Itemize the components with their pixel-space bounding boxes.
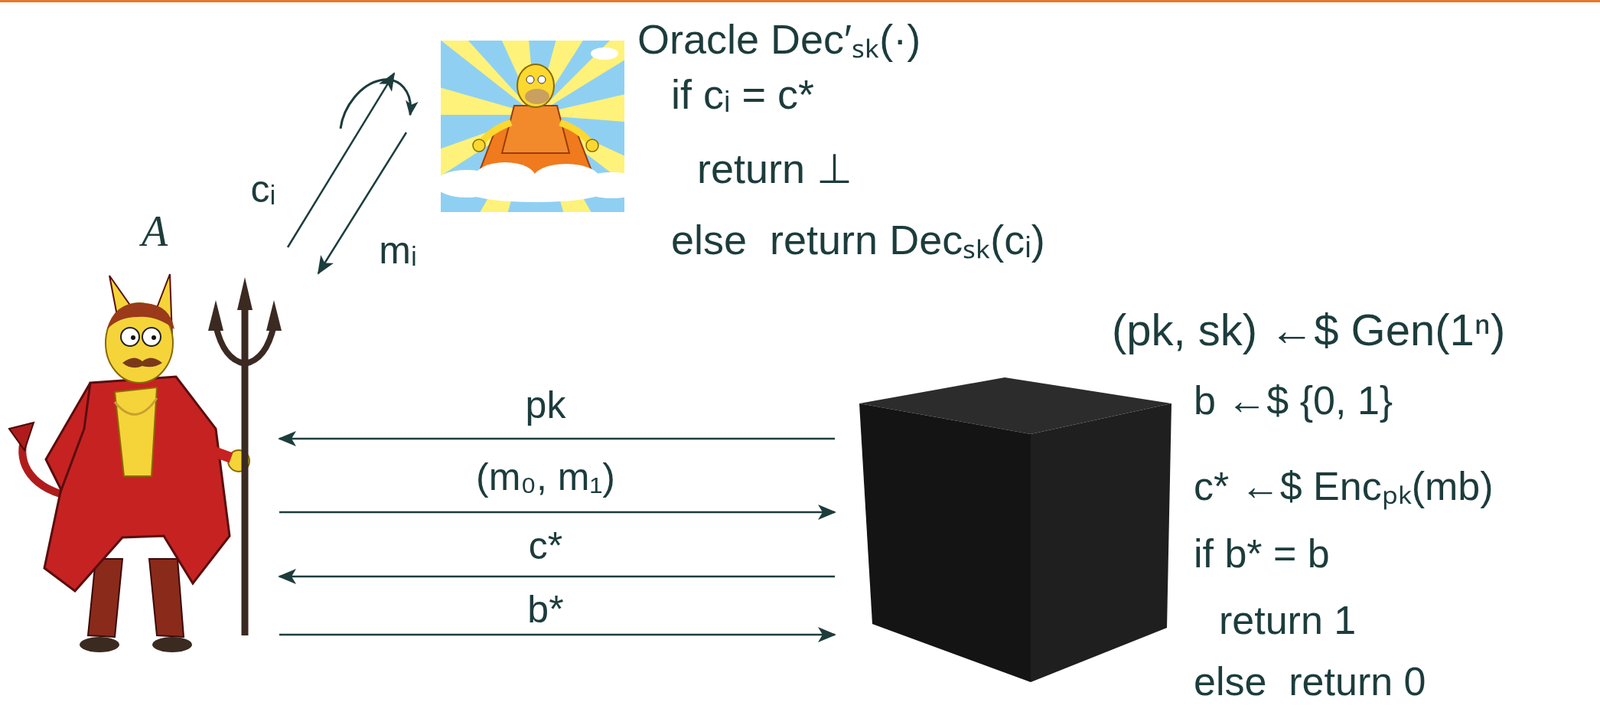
oracle-node: Oracle Dec′ₛₖ(·) if cᵢ = c* return ⊥ else r… — [399, 13, 1165, 274]
code-line: else return 0 — [1193, 658, 1427, 705]
adversary-node: A — [114, 206, 280, 666]
code-line: return ⊥ — [697, 144, 853, 193]
node-heading: Oracle Dec′ₛₖ(·) — [637, 15, 921, 63]
edge-label: c* — [528, 526, 563, 565]
node-heading: (pk, sk) ←$ Gen(1ⁿ) — [1111, 304, 1506, 356]
code-line: return 1 — [1218, 597, 1356, 644]
challenger-node: (pk, sk) ←$ Gen(1ⁿ) b ←$ {0, 1} c* ←$ Encₚ… — [834, 298, 1596, 712]
adversary-figure — [9, 273, 282, 652]
edge-label: cᵢ — [250, 169, 277, 209]
message-arrow — [287, 73, 395, 248]
top-rule — [0, 0, 1600, 3]
code-line: b ←$ {0, 1} — [1193, 378, 1393, 424]
message-arrow — [279, 511, 835, 514]
code-line: else return Decₛₖ(cᵢ) — [671, 215, 1046, 264]
edge-label: b* — [527, 589, 564, 629]
message-arrow — [279, 437, 835, 440]
code-line: if cᵢ = c* — [671, 70, 815, 118]
oracle-picture — [428, 30, 646, 222]
node-heading: A — [141, 206, 168, 256]
code-line: c* ←$ Encₚₖ(mb) — [1193, 463, 1494, 510]
code-line: if b* = b — [1193, 531, 1330, 577]
message-arrow — [279, 633, 835, 636]
edge-label: pk — [525, 385, 567, 424]
edge-label: mᵢ — [378, 231, 418, 270]
message-arrow — [279, 575, 835, 578]
challenger-cube — [859, 377, 1172, 682]
edge-label: (m₀, m₁) — [475, 457, 616, 496]
